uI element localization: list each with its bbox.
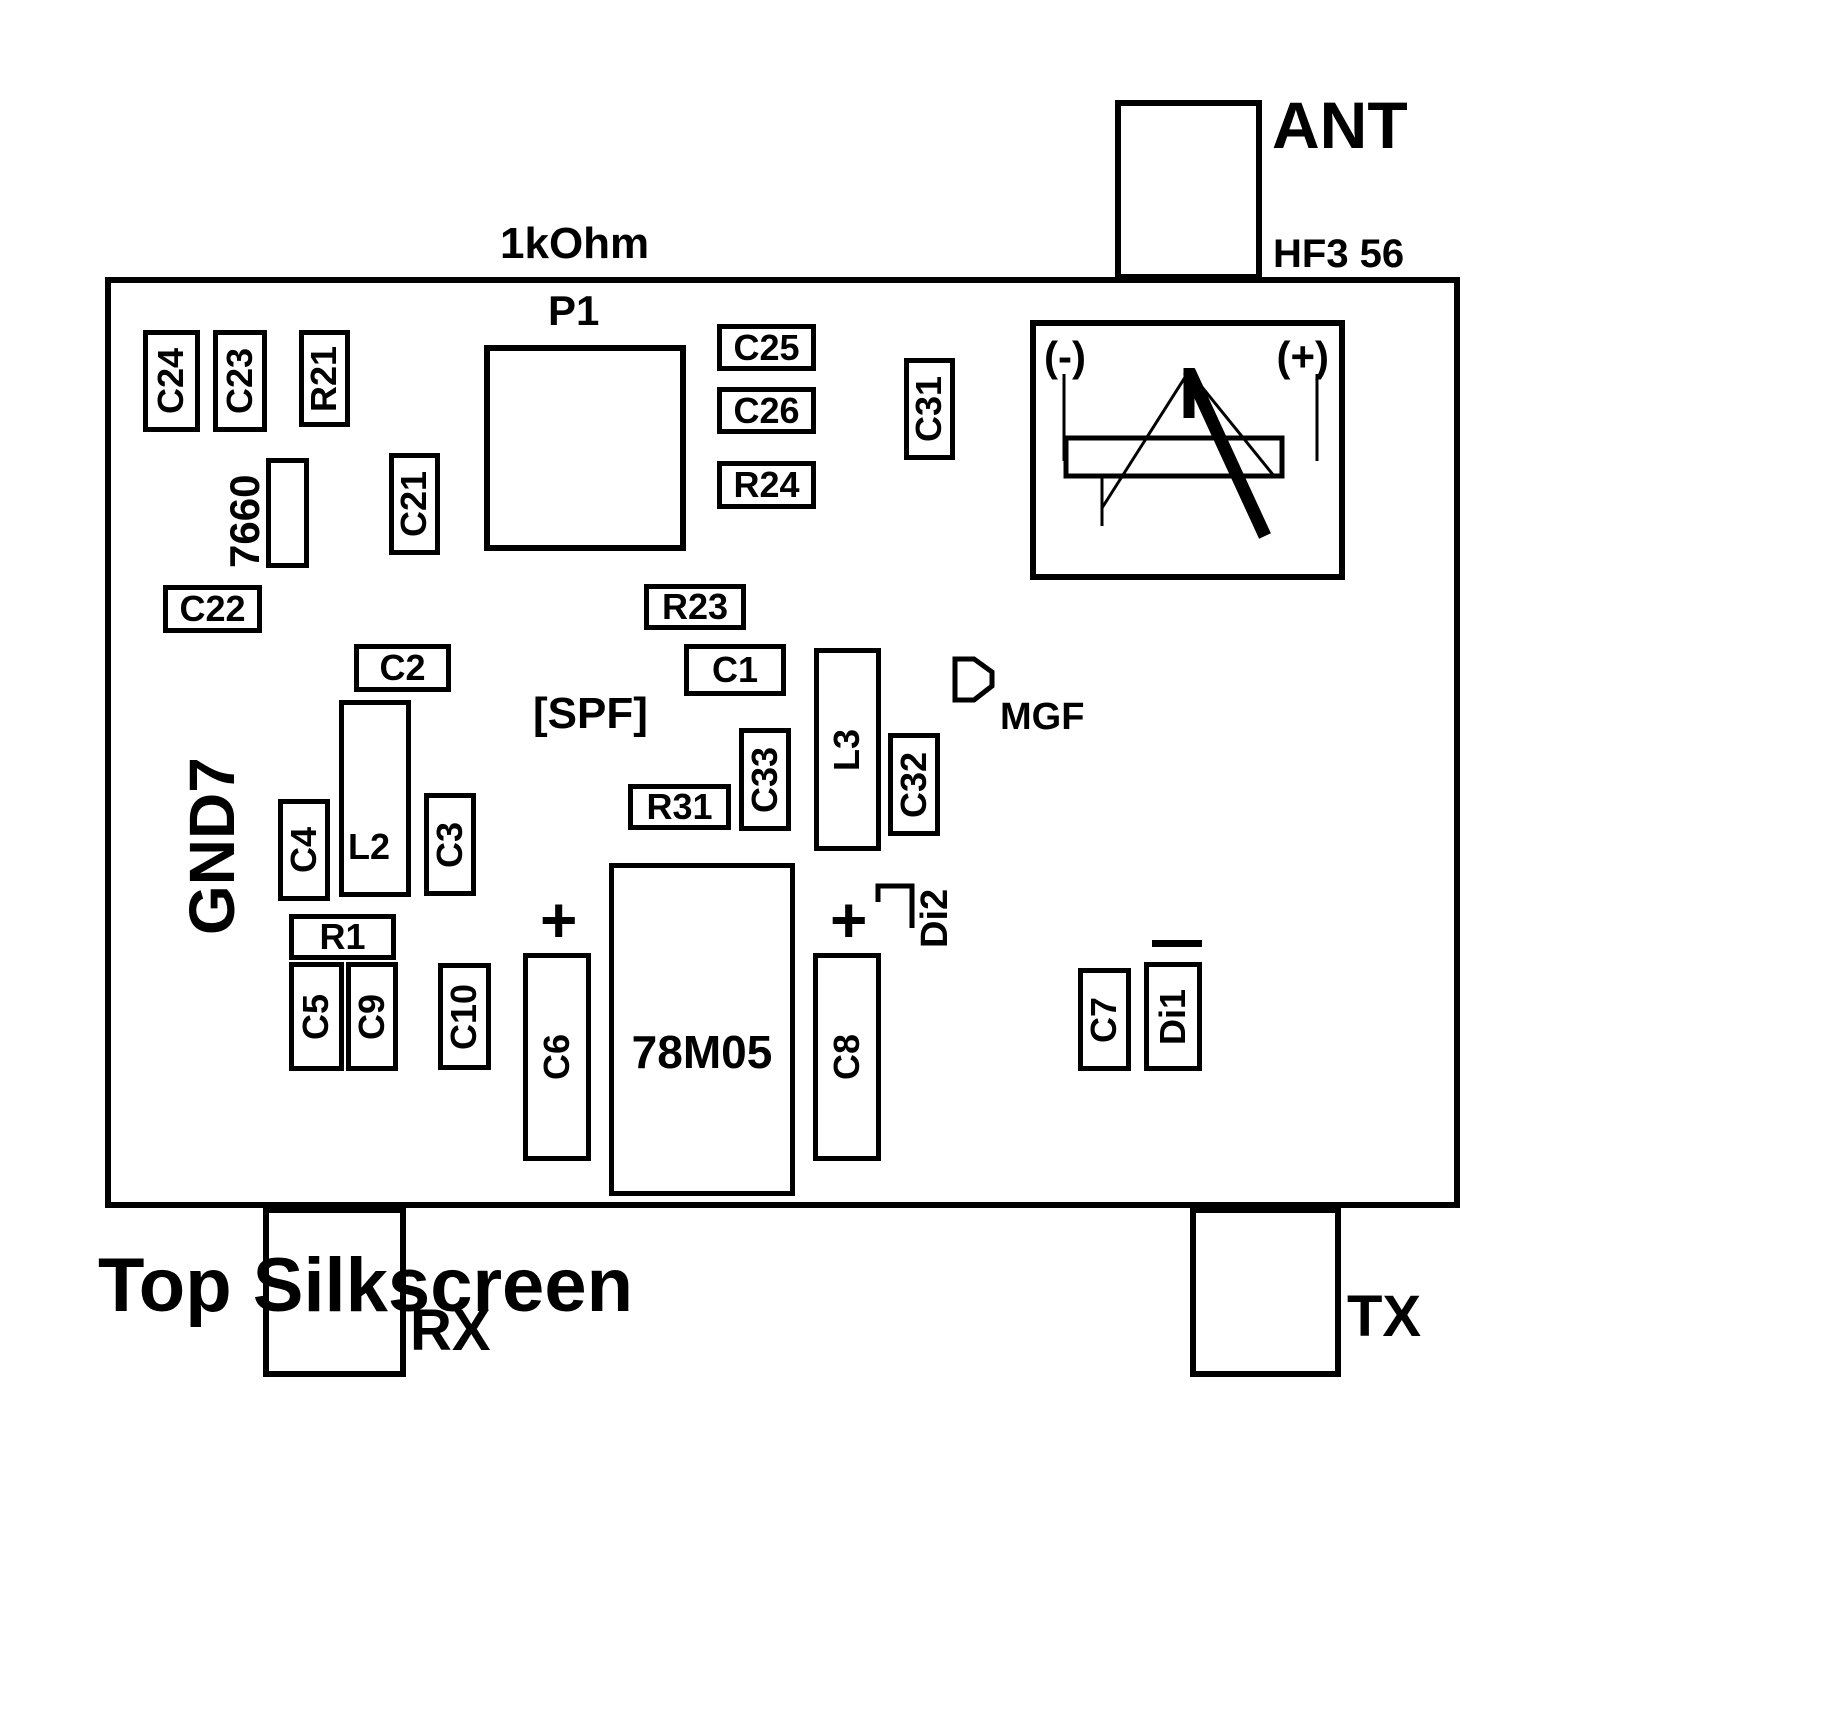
component-label-r23: R23	[661, 586, 729, 627]
rx-connector	[263, 1207, 406, 1377]
component-label-c1: C1	[711, 649, 759, 690]
component-r1: R1	[289, 914, 396, 960]
transistor-outline: (-) (+)	[1030, 320, 1345, 580]
ant-connector	[1115, 100, 1262, 280]
ant-label: ANT	[1272, 88, 1408, 162]
spf-label: [SPF]	[533, 689, 648, 738]
component-c5: C5	[289, 962, 344, 1071]
component-c1: C1	[684, 644, 786, 696]
tx-label: TX	[1347, 1284, 1422, 1349]
component-label-r24: R24	[733, 464, 800, 505]
component-c7: C7	[1078, 968, 1131, 1071]
transistor-minus-label: (-)	[1044, 333, 1086, 380]
component-label-r1: R1	[319, 916, 366, 957]
component-c2: C2	[354, 644, 451, 692]
rx-label: RX	[410, 1298, 491, 1363]
component-r21: R21	[299, 330, 350, 427]
component-label-c26: C26	[733, 389, 800, 431]
component-c31: C31	[904, 358, 955, 460]
gnd7-label: GND7	[176, 757, 248, 935]
component-label-reg78m05: 78M05	[631, 1025, 773, 1078]
component-label-c2: C2	[379, 647, 426, 688]
component-c10: C10	[438, 963, 491, 1070]
component-label-c10: C10	[443, 983, 485, 1050]
p1-label: P1	[548, 287, 600, 334]
component-c9: C9	[346, 962, 398, 1071]
component-label-c21: C21	[393, 470, 435, 538]
component-r31: R31	[628, 784, 731, 830]
component-c8: C8	[813, 953, 881, 1161]
component-l2: L2	[339, 700, 411, 897]
component-c24: C24	[143, 330, 200, 432]
component-label-r21: R21	[303, 345, 345, 412]
mgf-marker-icon	[952, 656, 995, 703]
component-label-c32: C32	[893, 751, 935, 818]
component-c23: C23	[213, 330, 267, 432]
component-label-di1: Di1	[1152, 988, 1193, 1045]
component-c6: C6	[523, 953, 591, 1161]
component-label-c31: C31	[908, 375, 950, 443]
p1-outline	[484, 345, 686, 551]
c8-polarity-plus: +	[830, 884, 868, 956]
component-c22: C22	[163, 585, 262, 633]
component-label-c6: C6	[536, 1033, 577, 1081]
component-c3: C3	[424, 793, 476, 896]
transistor-plus-label: (+)	[1276, 333, 1330, 380]
component-label-c4: C4	[283, 826, 324, 874]
component-label-c25: C25	[733, 326, 800, 368]
component-c25: C25	[717, 324, 816, 371]
component-c4: C4	[278, 799, 330, 901]
component-reg78m05: 78M05	[609, 863, 795, 1196]
component-label-c9: C9	[351, 993, 392, 1040]
component-c32: C32	[888, 733, 940, 836]
c6-polarity-plus: +	[540, 884, 578, 956]
component-label-c23: C23	[219, 347, 261, 415]
component-c21: C21	[389, 453, 440, 555]
component-l3: L3	[814, 648, 881, 851]
transistor-symbol-icon	[1062, 368, 1319, 539]
resistor-value-label: 1kOhm	[500, 219, 650, 268]
component-label-c5: C5	[295, 993, 337, 1040]
component-di1: Di1	[1144, 962, 1202, 1071]
di1-cathode-bar	[1152, 940, 1202, 947]
component-c33: C33	[739, 728, 791, 831]
hf3-56-label: HF3 56	[1273, 232, 1405, 276]
di2-label: Di2	[914, 888, 956, 948]
page-title: Top Silkscreen	[98, 1243, 634, 1328]
ic7660-label: 7660	[221, 474, 268, 568]
tx-connector	[1190, 1207, 1341, 1377]
component-label-c3: C3	[429, 821, 470, 868]
component-label-l3: L3	[826, 728, 868, 771]
component-label-r31: R31	[646, 786, 713, 827]
component-label-c24: C24	[150, 347, 192, 415]
component-r24: R24	[717, 461, 816, 509]
mgf-label: MGF	[1000, 696, 1085, 738]
di2-symbol-icon	[875, 883, 915, 928]
component-ic7660	[266, 458, 309, 568]
component-c26: C26	[717, 387, 816, 434]
component-label-c33: C33	[744, 746, 786, 813]
component-r23: R23	[644, 584, 746, 630]
component-label-l2: L2	[347, 825, 390, 867]
component-label-c22: C22	[179, 588, 246, 629]
component-label-c8: C8	[826, 1033, 867, 1081]
component-label-c7: C7	[1083, 996, 1125, 1043]
